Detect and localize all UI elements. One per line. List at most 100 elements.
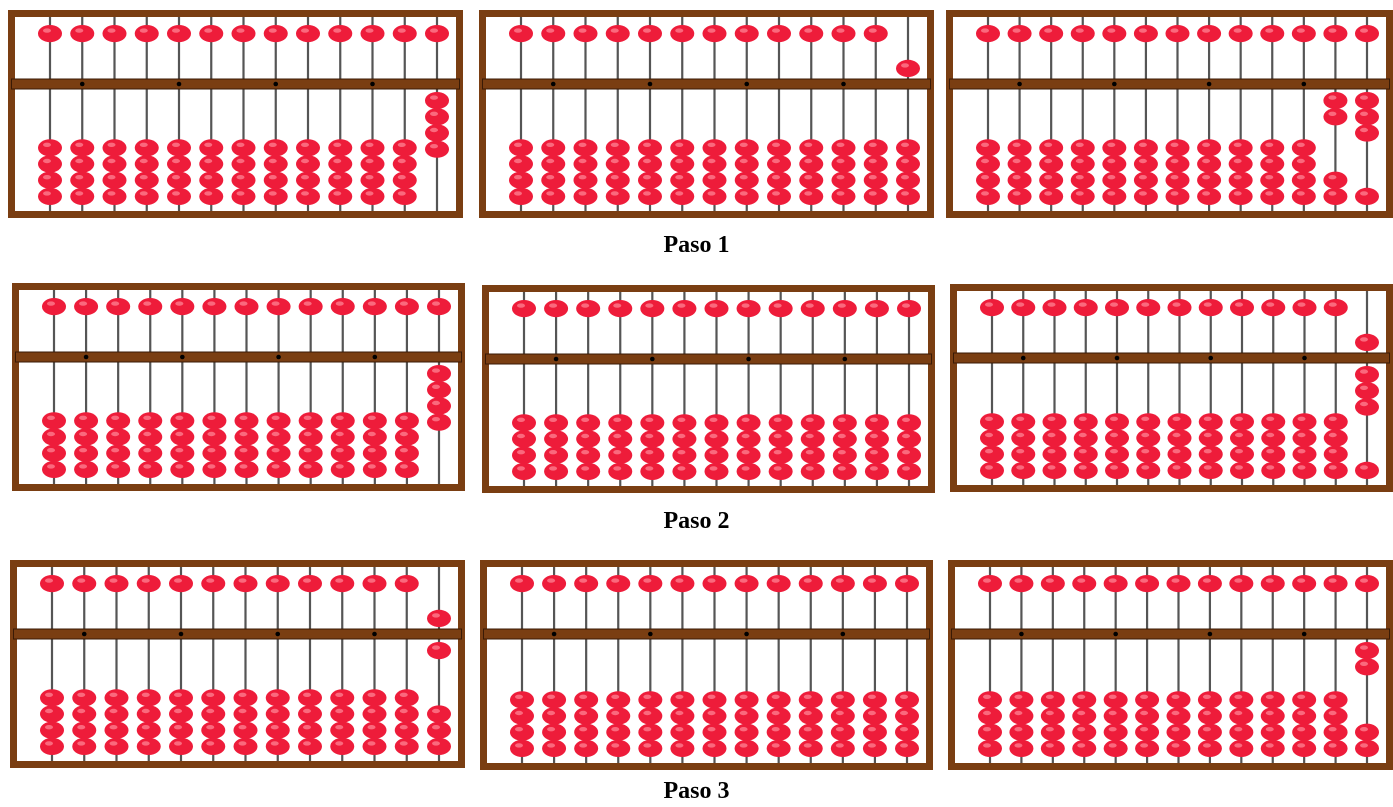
bead-highlight bbox=[870, 303, 878, 307]
bead-highlight bbox=[79, 432, 87, 436]
bead-highlight bbox=[1171, 28, 1179, 32]
bead bbox=[737, 300, 761, 317]
bead-highlight bbox=[742, 418, 750, 422]
bead bbox=[1229, 172, 1253, 189]
bead-highlight bbox=[514, 175, 522, 179]
bead-highlight bbox=[336, 464, 344, 468]
bead-highlight bbox=[1173, 449, 1181, 453]
bead bbox=[1166, 172, 1190, 189]
bead bbox=[1292, 707, 1316, 724]
bead bbox=[703, 691, 727, 708]
bead-highlight bbox=[1046, 695, 1054, 699]
bead bbox=[1008, 139, 1032, 156]
bead-highlight bbox=[204, 191, 212, 195]
bead bbox=[735, 575, 759, 592]
bead-highlight bbox=[1360, 386, 1368, 390]
bead-highlight bbox=[110, 709, 118, 713]
bead bbox=[767, 139, 791, 156]
bead-highlight bbox=[902, 303, 910, 307]
bead-highlight bbox=[740, 711, 748, 715]
bead bbox=[767, 691, 791, 708]
bead-highlight bbox=[675, 143, 683, 147]
bead-highlight bbox=[1297, 727, 1305, 731]
unit-marker-dot bbox=[841, 82, 846, 87]
bead bbox=[1260, 25, 1284, 42]
bead-highlight bbox=[549, 418, 557, 422]
bead bbox=[1197, 172, 1221, 189]
step-label-1: Paso 1 bbox=[0, 232, 1393, 259]
bead-highlight bbox=[303, 725, 311, 729]
bead bbox=[235, 461, 259, 478]
bead bbox=[42, 412, 66, 429]
bead-highlight bbox=[1107, 28, 1115, 32]
bead bbox=[1292, 155, 1316, 172]
bead-highlight bbox=[110, 693, 118, 697]
bead bbox=[1324, 462, 1348, 479]
bead bbox=[542, 575, 566, 592]
bead bbox=[1071, 155, 1095, 172]
bead bbox=[1136, 429, 1160, 446]
bead bbox=[1324, 707, 1348, 724]
bead-highlight bbox=[45, 709, 53, 713]
bead bbox=[833, 300, 857, 317]
abacus-step2-c bbox=[950, 284, 1393, 492]
unit-marker-dot bbox=[746, 357, 751, 362]
bead-highlight bbox=[432, 709, 440, 713]
bead bbox=[1199, 429, 1223, 446]
abacus-svg bbox=[10, 560, 465, 768]
bead bbox=[864, 139, 888, 156]
bead bbox=[103, 172, 127, 189]
bead bbox=[1199, 446, 1223, 463]
bead-highlight bbox=[836, 695, 844, 699]
bead-highlight bbox=[514, 143, 522, 147]
bead-highlight bbox=[432, 417, 440, 421]
bead bbox=[361, 172, 385, 189]
bead bbox=[1229, 575, 1253, 592]
bead-highlight bbox=[333, 28, 341, 32]
bead bbox=[70, 25, 94, 42]
bead bbox=[135, 188, 159, 205]
bead-highlight bbox=[301, 143, 309, 147]
bead-highlight bbox=[837, 159, 845, 163]
bead-highlight bbox=[1110, 449, 1118, 453]
bead-highlight bbox=[1297, 175, 1305, 179]
bead bbox=[737, 463, 761, 480]
bead bbox=[832, 155, 856, 172]
bead-highlight bbox=[804, 578, 812, 582]
bead-highlight bbox=[366, 143, 374, 147]
bead-highlight bbox=[174, 693, 182, 697]
bead-highlight bbox=[517, 450, 525, 454]
bead-highlight bbox=[870, 466, 878, 470]
bead bbox=[170, 428, 194, 445]
bead bbox=[512, 300, 536, 317]
bead-highlight bbox=[432, 613, 440, 617]
bead-highlight bbox=[1266, 465, 1274, 469]
bead-highlight bbox=[1266, 449, 1274, 453]
bead bbox=[1039, 139, 1063, 156]
bead-highlight bbox=[985, 417, 993, 421]
bead-highlight bbox=[1234, 695, 1242, 699]
bead-highlight bbox=[175, 416, 183, 420]
bead bbox=[70, 172, 94, 189]
bead-highlight bbox=[579, 743, 587, 747]
abacus-beam bbox=[952, 629, 1390, 639]
bead-highlight bbox=[611, 743, 619, 747]
bead-highlight bbox=[515, 727, 523, 731]
bead bbox=[895, 691, 919, 708]
bead bbox=[864, 172, 888, 189]
bead-highlight bbox=[333, 191, 341, 195]
bead-highlight bbox=[335, 741, 343, 745]
bead bbox=[1260, 188, 1284, 205]
bead bbox=[199, 188, 223, 205]
bead bbox=[703, 188, 727, 205]
bead-highlight bbox=[579, 695, 587, 699]
bead-highlight bbox=[271, 725, 279, 729]
bead-highlight bbox=[1044, 159, 1052, 163]
bead-highlight bbox=[546, 191, 554, 195]
bead-highlight bbox=[645, 434, 653, 438]
bead-highlight bbox=[836, 727, 844, 731]
bead bbox=[1167, 724, 1191, 741]
bead-highlight bbox=[303, 578, 311, 582]
bead-highlight bbox=[1328, 112, 1336, 116]
unit-marker-dot bbox=[841, 632, 846, 637]
